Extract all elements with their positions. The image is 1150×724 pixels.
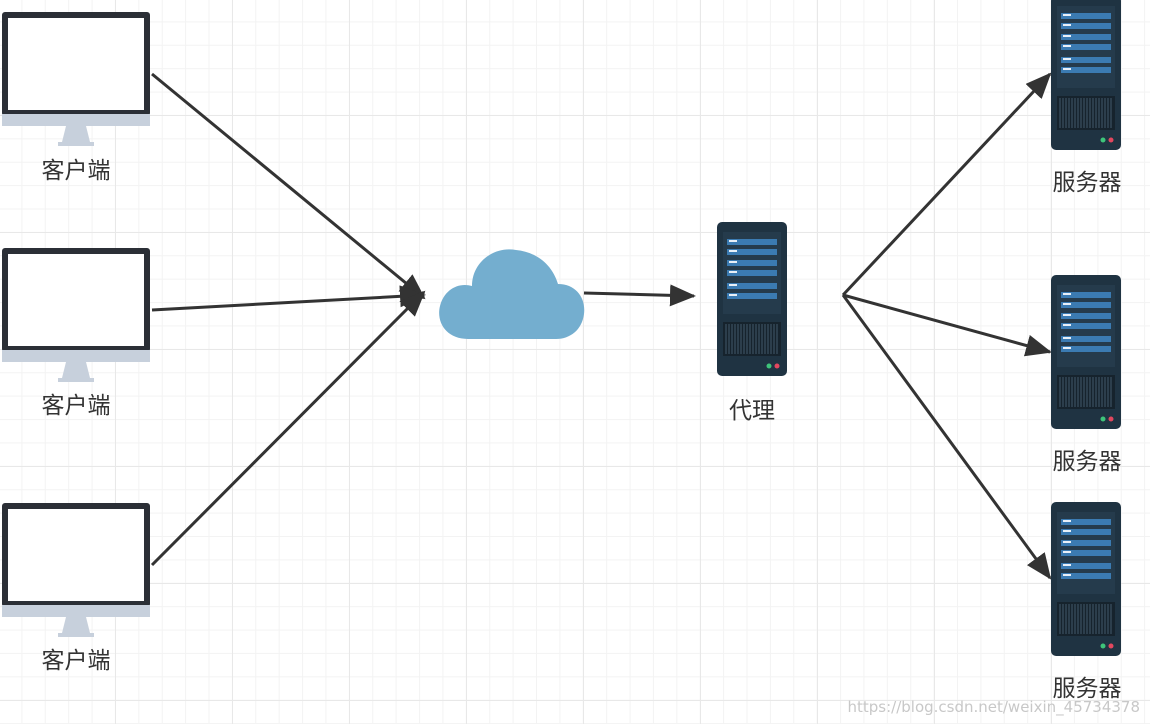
server-node-2: 服务器 [1050, 274, 1122, 475]
server-icon [1050, 501, 1122, 657]
server-node-1: 服务器 [1050, 0, 1122, 196]
server-icon [1050, 274, 1122, 430]
server-node-3: 服务器 [1050, 501, 1122, 702]
proxy-node: 代理 [716, 221, 788, 424]
server-label: 服务器 [1053, 170, 1122, 196]
monitor-icon [2, 248, 150, 382]
arrow-proxy-to-server3 [841, 294, 1052, 580]
cloud-icon [439, 249, 585, 339]
cloud-node [439, 249, 585, 339]
client-label: 客户端 [42, 648, 111, 674]
client-node-1: 客户端 [2, 12, 150, 184]
proxy-label: 代理 [729, 398, 775, 424]
client-node-2: 客户端 [2, 248, 150, 419]
arrow-client1-to-cloud [151, 72, 426, 300]
monitor-icon [2, 12, 150, 146]
arrow-client3-to-cloud [150, 290, 426, 567]
monitor-icon [2, 503, 150, 637]
client-node-3: 客户端 [2, 503, 150, 674]
server-label: 服务器 [1053, 449, 1122, 475]
watermark-text: https://blog.csdn.net/weixin_45734378 [847, 698, 1140, 717]
client-label: 客户端 [42, 158, 111, 184]
server-label: 服务器 [1053, 676, 1122, 702]
server-icon [716, 221, 788, 377]
arrow-proxy-to-server1 [841, 72, 1052, 297]
arrow-cloud-to-proxy [583, 284, 696, 307]
arrow-proxy-to-server2 [842, 293, 1052, 357]
arrow-client2-to-cloud [151, 285, 426, 312]
client-label: 客户端 [42, 393, 111, 419]
server-icon [1050, 0, 1122, 151]
